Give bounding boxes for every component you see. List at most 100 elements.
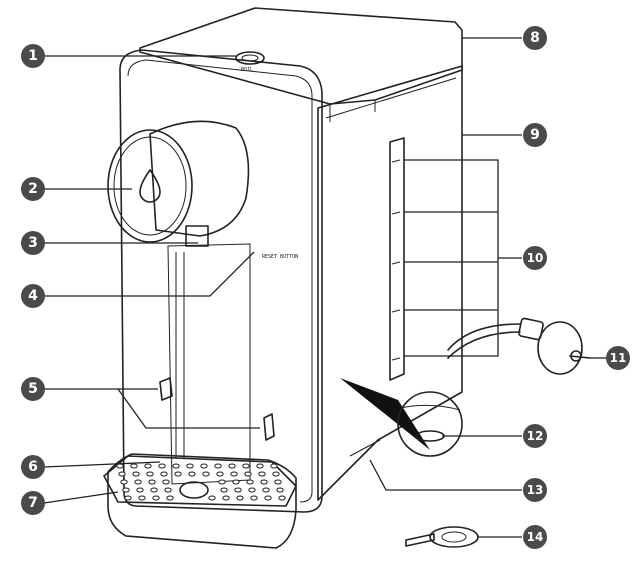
grille-hole [276, 487, 284, 493]
grille-hole [130, 463, 138, 469]
grille-hole [164, 487, 172, 493]
grille-hole [228, 463, 236, 469]
grille-hole [256, 463, 264, 469]
grille-hole [242, 463, 250, 469]
dispense-dial[interactable] [107, 120, 250, 243]
grille-hole [248, 487, 256, 493]
grille-hole [236, 495, 244, 501]
side-panel [317, 65, 463, 501]
callout-lines [43, 37, 606, 538]
grille-hole [258, 471, 266, 477]
svg-text:10: 10 [527, 251, 544, 265]
grille-hole [144, 463, 152, 469]
svg-text:11: 11 [610, 351, 627, 365]
grille-hole [172, 463, 180, 469]
callout-13: 13 [523, 478, 547, 502]
callout-1: 1 [21, 44, 45, 68]
cup-recess [167, 243, 251, 485]
grille-hole [250, 495, 258, 501]
grille-hole [148, 479, 156, 485]
grille-hole [188, 471, 196, 477]
grille-hole [278, 495, 286, 501]
grille-hole [134, 479, 142, 485]
grille-hole [208, 495, 216, 501]
base-edge [349, 439, 381, 457]
grille-hole [162, 479, 170, 485]
callout-5: 5 [21, 377, 45, 401]
grille-hole [152, 495, 160, 501]
callout-7: 7 [21, 491, 45, 515]
spout [185, 225, 209, 247]
grille-hole [174, 471, 182, 477]
grille-hole [158, 463, 166, 469]
cup-hook-left [159, 377, 173, 401]
drip-tray-grille [116, 463, 286, 501]
grille-hole [124, 495, 132, 501]
grille-hole [232, 479, 240, 485]
grille-hole [246, 479, 254, 485]
boil-button[interactable] [235, 51, 265, 65]
water-level-marks [391, 159, 401, 361]
grille-hole [138, 495, 146, 501]
svg-text:13: 13 [527, 483, 544, 497]
grille-hole [200, 463, 208, 469]
grille-hole [118, 471, 126, 477]
callout-9: 9 [523, 123, 547, 147]
callout-10: 10 [523, 246, 547, 270]
svg-text:14: 14 [527, 530, 544, 544]
grille-hole [122, 487, 130, 493]
grille-hole [132, 471, 140, 477]
callout-4: 4 [21, 284, 45, 308]
svg-text:9: 9 [530, 127, 540, 143]
filter-ring [405, 526, 479, 548]
grille-hole [222, 495, 230, 501]
svg-text:8: 8 [530, 30, 540, 46]
cup-hook-right [263, 413, 275, 441]
front-body [119, 49, 323, 513]
svg-text:1: 1 [28, 48, 38, 64]
svg-text:5: 5 [28, 381, 38, 397]
grille-hole [160, 471, 168, 477]
water-level-window [389, 137, 405, 381]
grille-hole [166, 495, 174, 501]
grille-hole [272, 471, 280, 477]
reset-button-text: RESET BUTTON [262, 254, 298, 260]
callout-8: 8 [523, 26, 547, 50]
svg-text:2: 2 [28, 181, 38, 197]
grille-hole [214, 463, 222, 469]
grille-hole [186, 463, 194, 469]
callout-6: 6 [21, 455, 45, 479]
drip-tray[interactable] [103, 453, 297, 549]
callout-3: 3 [21, 231, 45, 255]
grille-hole [264, 495, 272, 501]
grille-hole [218, 479, 226, 485]
magnifier-beam [340, 378, 430, 450]
grille-hole [270, 463, 278, 469]
grille-hole [274, 479, 282, 485]
svg-text:6: 6 [28, 459, 38, 475]
power-plug [447, 317, 591, 375]
svg-text:4: 4 [28, 288, 38, 304]
boil-button-label: BOIL [241, 67, 253, 73]
svg-text:3: 3 [28, 235, 38, 251]
water-drop-icon [139, 169, 161, 203]
svg-text:7: 7 [28, 495, 38, 511]
grille-hole [234, 487, 242, 493]
grille-hole [244, 471, 252, 477]
grille-hole [216, 471, 224, 477]
callout-11: 11 [606, 346, 630, 370]
grille-hole [202, 471, 210, 477]
grille-hole [262, 487, 270, 493]
grille-hole [260, 479, 268, 485]
grille-hole [150, 487, 158, 493]
grille-hole [220, 487, 228, 493]
magnifier-circle [397, 391, 463, 457]
callout-12: 12 [523, 424, 547, 448]
grille-hole [230, 471, 238, 477]
callout-14: 14 [523, 525, 547, 549]
grille-hole [116, 463, 124, 469]
grille-hole [146, 471, 154, 477]
grille-hole [136, 487, 144, 493]
